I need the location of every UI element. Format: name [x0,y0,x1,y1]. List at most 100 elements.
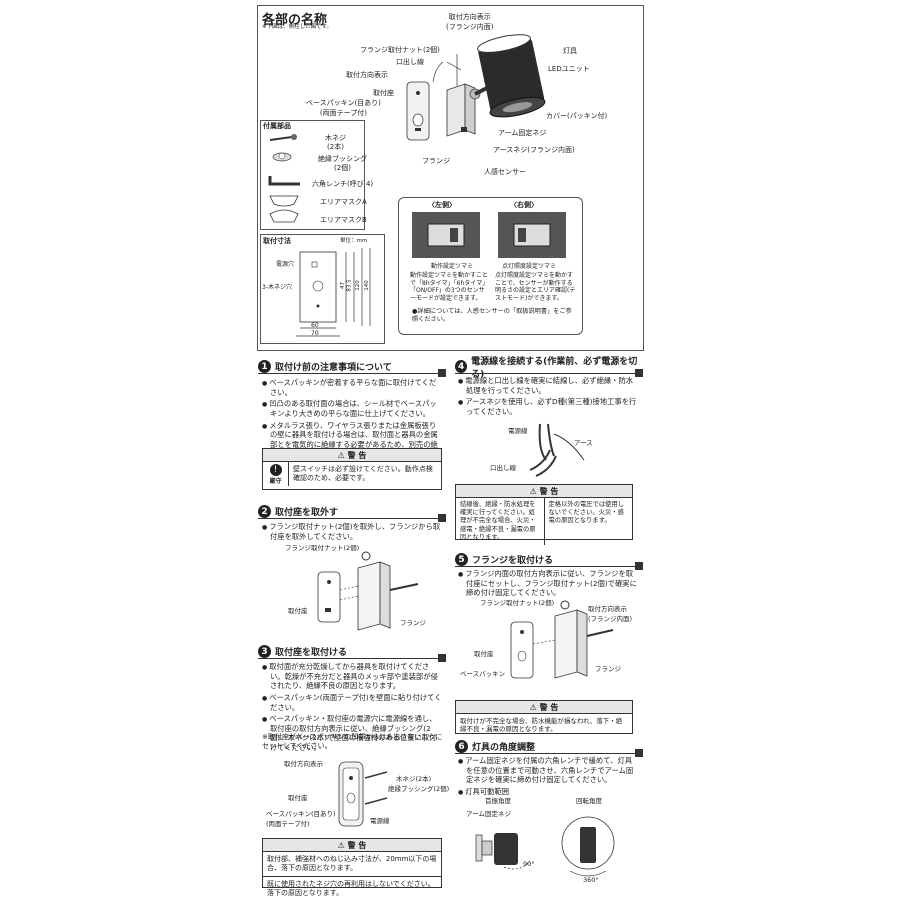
warning-title: ⚠ 警 告 [456,701,632,714]
label-direction: 取付方向表示 [346,71,388,79]
bushing-icon [272,152,292,162]
warning-title: ⚠ 警 告 [456,485,632,498]
warning-text: 壁スイッチは必ず設けてください。動作点検確認のため、必要です。 [293,465,433,483]
s6-tilt-label: 首振角度 [485,797,511,805]
section-4-warning: ⚠ 警 告 結線後、絶縁・防水処理を確実に行ってください。処理が不完全な場合、火… [455,484,633,545]
dim-140: 140 [363,280,370,291]
dim-120: 120 [354,280,361,291]
dims-drawing [296,248,371,337]
list-item: アースネジを使用し、必ずD種(第三種)接地工事を行ってください。 [458,397,638,416]
accessory-icons [268,134,300,223]
dims-screw-hole: 3-木ネジ穴 [262,284,292,291]
s5-mount-label: 取付座 [474,650,494,658]
section-3-warning: ⚠ 警 告 取付部、補強材へのねじ込み寸法が、20mm以下の場合、落下の原因とな… [262,838,442,897]
warning-text-1: 取付部、補強材へのねじ込み寸法が、20mm以下の場合、落下の原因となります。 [263,852,441,878]
dims-power-hole: 電源穴 [276,261,295,268]
acc-wrench: 六角レンチ(呼び 4) [312,180,374,188]
dim-70: 70 [311,330,319,337]
label-cover: カバー(パッキン付) [546,112,608,120]
list-item: ベースパッキンが密着する平らな面に取付けてください。 [262,378,442,397]
title-note: ※下図は、側柱した図です。 [262,24,333,30]
s3-packing-label: ベースパッキン(目あり)(両面テープ付) [266,810,336,828]
dims-unit: 単位：mm [340,238,368,244]
wood-screw-icon [269,134,297,141]
warning-text-right: 定格以外の電圧では使用しないでください。火災・感電の原因となります。 [548,501,625,525]
s5-nut-label: フランジ取付ナット(2個) [480,599,555,607]
warning-title: ⚠ 警 告 [263,839,441,852]
label-outlet: 口出し線 [396,58,424,66]
s6-360-label: 360° [583,876,599,884]
page-title: 各部の名称 [262,13,328,28]
section-4-illustration [529,423,585,477]
acc-wood-screw: 木ネジ(2本) [325,134,346,151]
s3-mount-label: 取付座 [288,794,308,802]
s5-packing-label: ベースパッキン [460,670,505,678]
sensor-photos [412,212,566,258]
mask-a-icon [269,195,299,207]
section-3-illustration [338,761,388,827]
s4-power-label: 電源線 [508,427,528,435]
warning-text-left: 結線後、絶縁・防水処理を確実に行ってください。処理が不完全な場合、火災・感電・絶… [456,498,545,545]
list-item: ベースパッキン・取付座の電源穴に電源線を通し、取付座の取付方向表示に従い、絶縁ブ… [262,714,442,752]
section-5-list: フランジ内面の取付方向表示に従い、フランジを取付座にセットし、フランジ取付ナット… [458,569,638,600]
mask-b-icon [269,209,299,223]
s4-outlet-label: 口出し線 [490,464,516,472]
list-item: 灯具可動範囲 [458,787,638,797]
label-earth-screw: アースネジ(フランジ内面) [493,146,575,154]
section-4-list: 電源線と口出し線を確実に結線し、必ず絶縁・防水処理を行ってください。 アースネジ… [458,376,638,419]
parts-name-frame [257,5,644,351]
hex-wrench-icon [268,176,300,186]
section-5-warning: ⚠ 警 告 取付けが不完全な場合、防水機能が損なわれ、落下・絶縁不良・漏電の原因… [455,700,633,734]
dims-box [260,234,385,344]
s2-mount-label: 取付座 [288,607,308,615]
warning-title: ⚠ 警 告 [263,449,441,462]
list-item: フランジ取付ナット(2個)を取外し、フランジから取付座を取外してください。 [262,522,442,541]
sensor-left-label: 〈左側〉 [428,201,456,209]
sensor-left-title: 動作設定ツマミ [431,263,474,270]
sensor-note: ●詳細については、人感センサーの「取扱説明書」をご参照ください。 [412,308,572,323]
s2-flange-label: フランジ [400,619,426,627]
section-6-list: アーム固定ネジを付属の六角レンチで緩めて、灯具を任意の位置まで可動させ、六角レン… [458,756,638,799]
section-5-illustration [510,600,614,679]
s3-direction-label: 取付方向表示 [284,760,323,768]
s4-earth-label: アース [574,439,593,447]
s6-arm-screw-label: アーム固定ネジ [466,810,511,818]
dim-83-5: 83.5 [346,279,353,292]
dim-60: 60 [311,322,319,329]
fixture-illustration [406,34,546,141]
sensor-right-label: 〈右側〉 [510,201,538,209]
s5-direction-label: 取付方向表示(フランジ内面) [588,605,633,623]
s5-flange-label: フランジ [595,665,621,673]
accessories-title: 付属部品 [263,122,291,130]
accessories-box [260,120,365,230]
dims-title: 取付寸法 [263,237,291,245]
label-mount: 取付座 [373,89,394,97]
section-1-warning: ⚠ 警 告 ! 厳守 壁スイッチは必ず設けてください。動作点検確認のため、必要で… [262,448,442,490]
warning-text: 取付けが不完全な場合、防水機能が損なわれ、落下・絶縁不良・漏電の原因となります。 [460,717,623,734]
s3-bushing-label: 絶縁ブッシング(2個) [388,785,450,793]
label-direction-flange: 取付方向表示(フランジ内面) [446,13,494,31]
list-item: 電源線と口出し線を確実に結線し、必ず絶縁・防水処理を行ってください。 [458,376,638,395]
sensor-box [398,197,583,335]
label-led: LEDユニット [548,65,590,73]
list-item: フランジ内面の取付方向表示に従い、フランジを取付座にセットし、フランジ取付ナット… [458,569,638,598]
acc-mask-b: エリアマスクB [320,216,367,224]
mandatory-icon: ! 厳守 [263,462,289,487]
label-arm-screw: アーム固定ネジ [498,129,547,137]
s6-rotate-label: 回転角度 [576,797,602,805]
s3-screw-label: 木ネジ(2本) [396,775,432,783]
section-2-illustration [317,551,419,631]
label-flange-nut: フランジ取付ナット(2個) [360,46,440,54]
list-item: 取付面が充分乾燥してから器具を取付けてください。乾燥が不充分だと器具のメッキ部や… [262,662,442,691]
section-6-illustration [475,816,615,877]
list-item: 凹凸のある取付面の場合は、シール材でベースパッキンより大きめの平らな面に仕上げて… [262,399,442,418]
label-fixture: 灯具 [563,47,577,55]
list-item: ベースパッキン(両面テープ付)を壁面に貼り付けてください。 [262,693,442,712]
s3-power-label: 電源線 [370,817,390,825]
s3-note: ※取付座がベースパッキンの凹部からはみ出さないようにセットしてください。 [262,733,443,750]
